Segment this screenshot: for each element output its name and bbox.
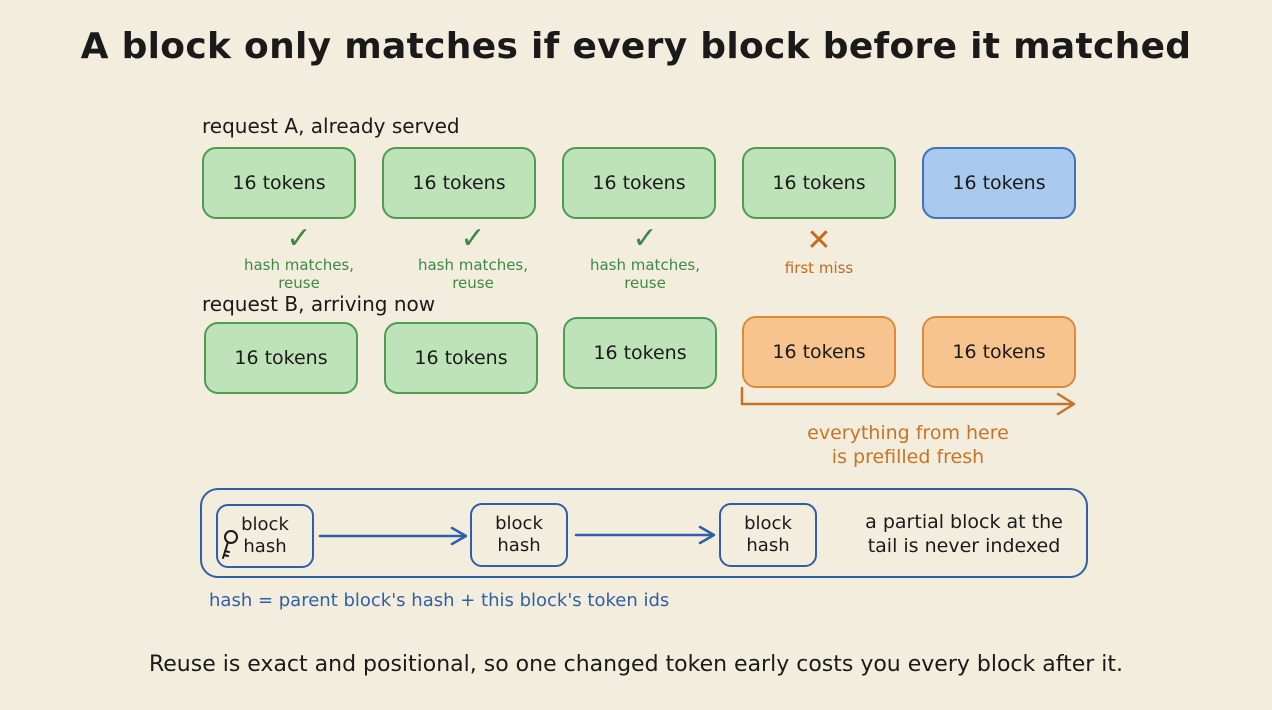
footer-caption: Reuse is exact and positional, so one ch… [148,652,1124,677]
request-a-label: request A, already served [202,114,460,138]
block-text: 16 tokens [234,347,328,369]
status-line: hash matches, [589,256,701,274]
block-text: 16 tokens [952,172,1046,194]
note-line: a partial block at the [865,511,1063,533]
chain-block-line: hash [497,535,541,556]
check-icon: ✓ [286,221,312,256]
chain-block-1: block hash [216,504,314,568]
key-icon [222,530,238,559]
block-text: 16 tokens [592,172,686,194]
chain-block-line: block [241,514,289,535]
match-status-1: hash matches, reuse [222,256,376,292]
status-line: reuse [278,274,320,292]
fresh-line: is prefilled fresh [831,446,985,468]
request-b-block-3: 16 tokens [563,317,717,389]
chain-block-3: block hash [719,503,817,567]
chain-arrow-2 [574,525,716,545]
chain-block-line: block [744,513,792,534]
block-text: 16 tokens [232,172,326,194]
x-icon: ✕ [806,223,832,258]
status-line: reuse [624,274,666,292]
request-b-block-2: 16 tokens [384,322,538,394]
status-line: reuse [452,274,494,292]
chain-block-2: block hash [470,503,568,567]
status-line: hash matches, [243,256,355,274]
check-icon: ✓ [632,221,658,256]
request-a-block-3: 16 tokens [562,147,716,219]
request-b-block-5: 16 tokens [922,316,1076,388]
status-line: hash matches, [417,256,529,274]
miss-status: first miss [742,259,896,277]
block-text: 16 tokens [414,347,508,369]
hash-formula: hash = parent block's hash + this block'… [209,590,670,611]
chain-block-line: hash [746,535,790,556]
block-text: 16 tokens [772,172,866,194]
status-line: first miss [784,259,854,277]
block-text: 16 tokens [952,341,1046,363]
request-a-block-1: 16 tokens [202,147,356,219]
check-icon: ✓ [460,221,486,256]
diagram-title: A block only matches if every block befo… [80,26,1192,67]
note-line: tail is never indexed [867,535,1061,557]
match-status-2: hash matches, reuse [396,256,550,292]
block-text: 16 tokens [772,341,866,363]
request-a-block-5: 16 tokens [922,147,1076,219]
request-b-label: request B, arriving now [202,292,436,316]
chain-block-line: hash [243,536,287,557]
block-text: 16 tokens [593,342,687,364]
request-a-block-2: 16 tokens [382,147,536,219]
block-text: 16 tokens [412,172,506,194]
request-b-block-4: 16 tokens [742,316,896,388]
chain-block-line: block [495,513,543,534]
hash-chain-panel [200,488,1088,578]
request-a-block-4: 16 tokens [742,147,896,219]
match-status-3: hash matches, reuse [568,256,722,292]
chain-arrow-1 [318,526,468,546]
fresh-note: everything from here is prefilled fresh [778,421,1038,469]
request-b-block-1: 16 tokens [204,322,358,394]
fresh-range-arrow [740,386,1076,416]
partial-block-note: a partial block at the tail is never ind… [842,510,1086,558]
fresh-line: everything from here [807,422,1009,444]
